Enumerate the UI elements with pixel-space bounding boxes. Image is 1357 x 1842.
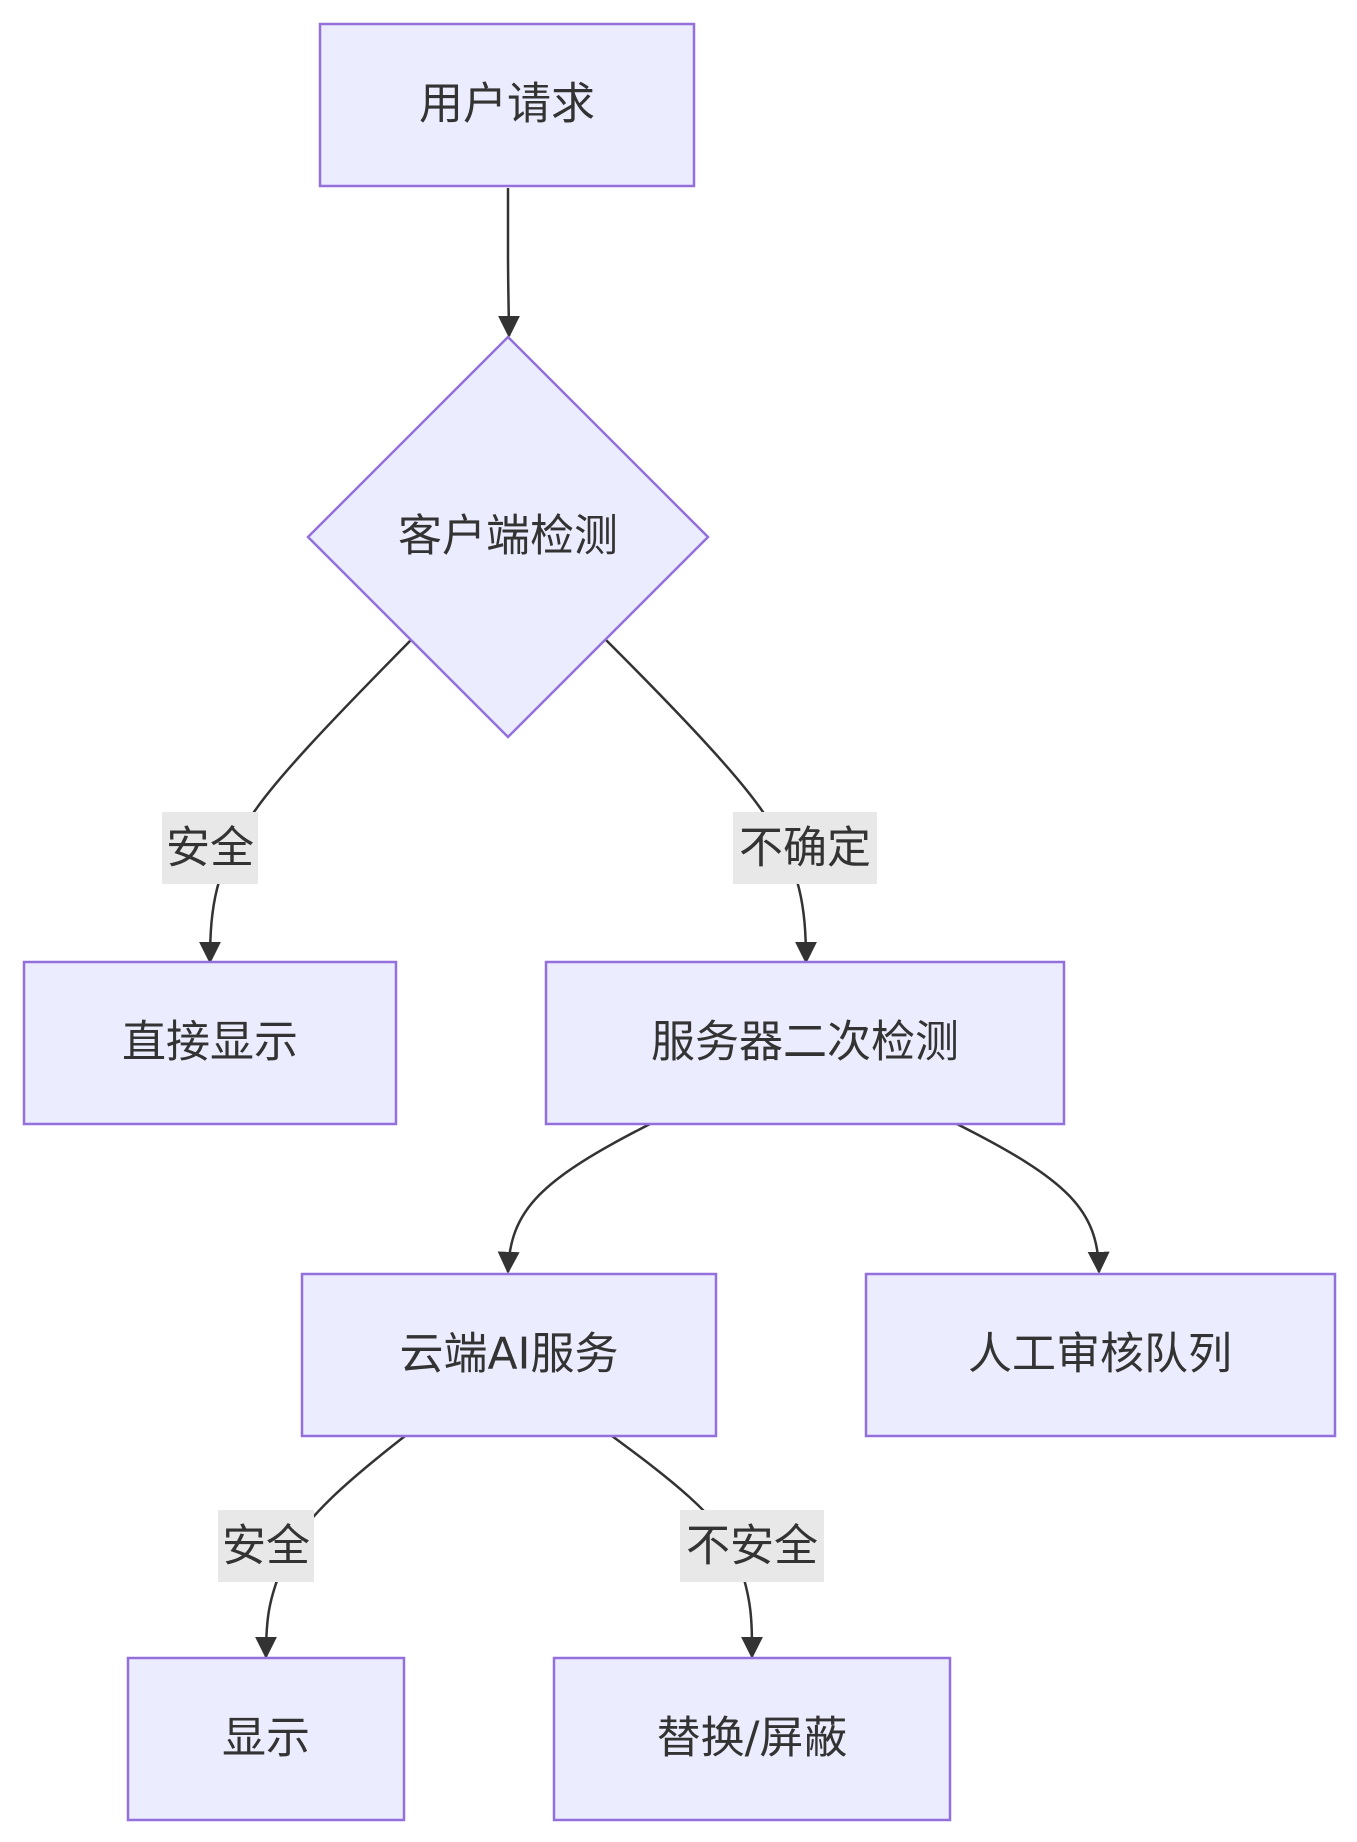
node-label: 云端AI服务: [399, 1329, 618, 1380]
edge-server-check-to-manual-review: [956, 1122, 1110, 1274]
node-label: 人工审核队列: [968, 1329, 1232, 1380]
edge-client-check-to-server-check: [605, 639, 817, 964]
edge-label-client-safe: 安全: [162, 812, 258, 884]
node-direct-display: 直接显示: [22, 960, 398, 1126]
edge-label-text: 不确定: [739, 823, 871, 874]
edge-label-ai-unsafe: 不安全: [680, 1510, 824, 1582]
node-label: 客户端检测: [398, 511, 618, 562]
node-replace-block: 替换/屏蔽: [552, 1656, 952, 1822]
node-label: 显示: [222, 1713, 310, 1764]
node-label: 替换/屏蔽: [657, 1713, 848, 1764]
node-label: 直接显示: [122, 1017, 298, 1068]
node-label: 用户请求: [419, 79, 595, 130]
edge-label-text: 不安全: [686, 1521, 818, 1572]
node-manual-review: 人工审核队列: [864, 1272, 1337, 1438]
node-label: 服务器二次检测: [651, 1017, 959, 1068]
edge-label-text: 安全: [222, 1521, 310, 1572]
edge-request-to-client-check: [497, 188, 520, 338]
node-client-check: 客户端检测: [306, 335, 710, 739]
node-display: 显示: [126, 1656, 406, 1822]
edge-label-text: 安全: [166, 823, 254, 874]
node-server-check: 服务器二次检测: [544, 960, 1066, 1126]
node-user-request: 用户请求: [318, 22, 696, 188]
node-cloud-ai: 云端AI服务: [300, 1272, 718, 1438]
edge-label-client-uncertain: 不确定: [733, 812, 877, 884]
edge-label-ai-safe: 安全: [218, 1510, 314, 1582]
edge-client-check-to-direct-display: [199, 639, 412, 964]
edge-server-check-to-cloud-ai: [497, 1122, 651, 1274]
